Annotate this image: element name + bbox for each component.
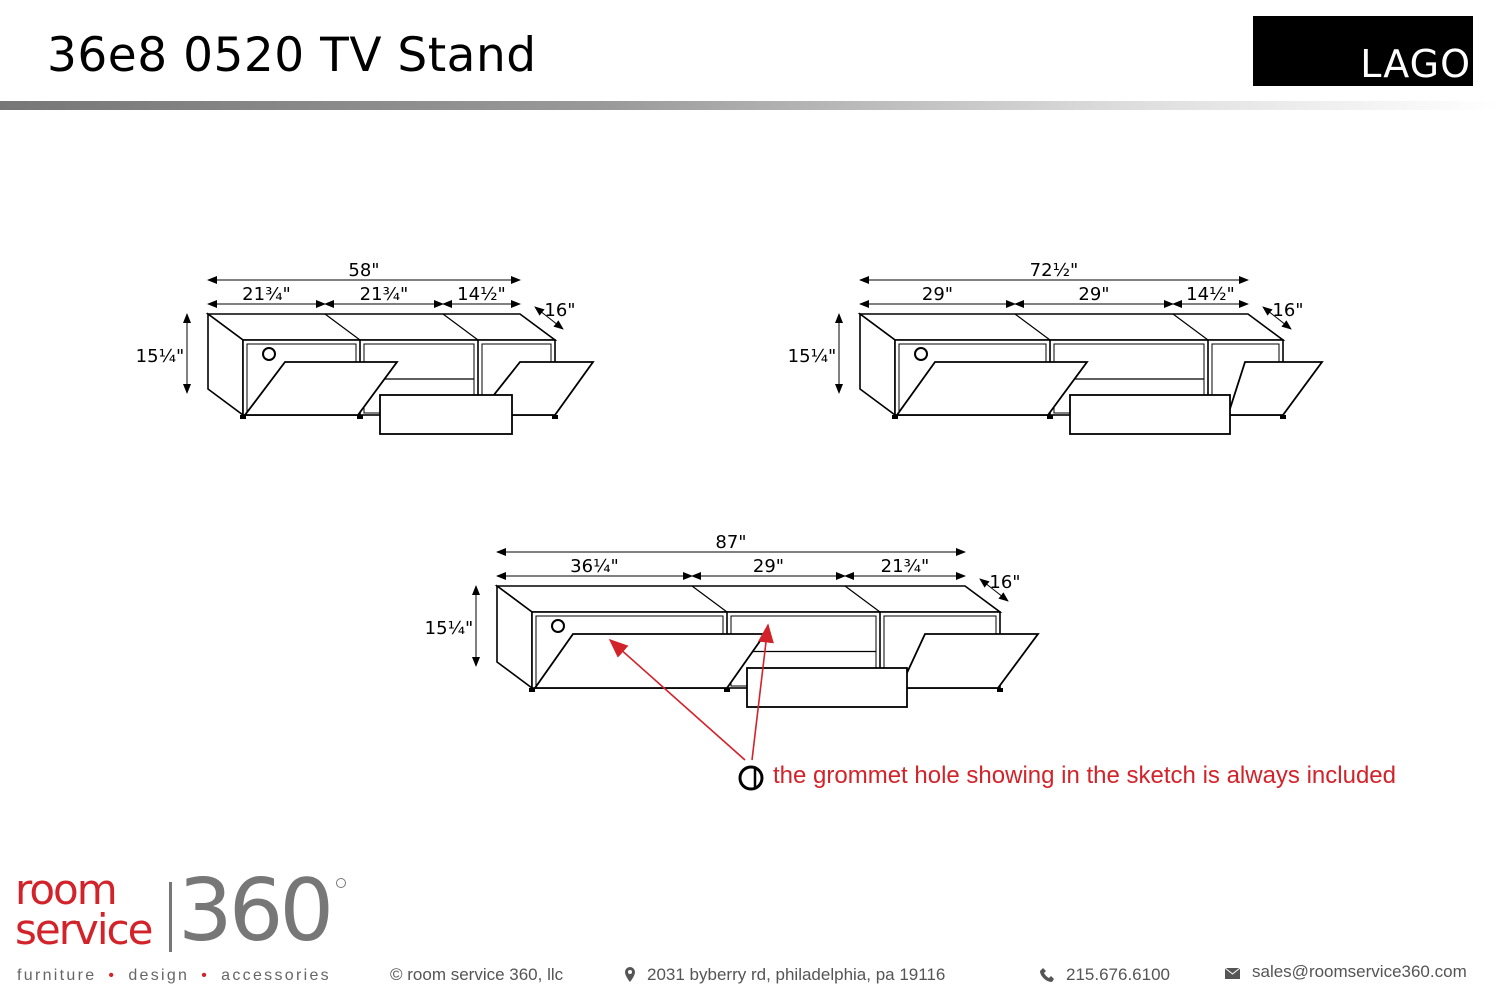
- dimension-label: 16": [1272, 300, 1303, 321]
- dimension-label: 29": [922, 284, 953, 305]
- tv-stand-72-inch: 72½" 29" 29" 14½" 16" 15¼": [788, 260, 1324, 435]
- left-door-open: [895, 361, 1089, 416]
- cabinet-top: [857, 313, 1286, 341]
- top-seam: [691, 585, 728, 613]
- tv-stand-58-inch: 58" 21¾" 21¾" 14½" 16" 15¼": [136, 260, 595, 435]
- top-seam: [442, 313, 479, 341]
- tagline-furniture: furniture: [17, 967, 97, 984]
- address-text: 2031 byberry rd, philadelphia, pa 19116: [647, 965, 946, 984]
- footer-phone: 215.676.6100: [1040, 965, 1170, 985]
- tagline-accessories: accessories: [221, 967, 331, 984]
- foot: [892, 415, 898, 419]
- grommet-hole: [262, 347, 276, 361]
- header-divider: [0, 101, 1500, 110]
- dimension-label: 58": [348, 260, 379, 281]
- phone-icon: [1040, 968, 1054, 982]
- left-door-open: [533, 633, 767, 689]
- grommet-note: the grommet hole showing in the sketch i…: [773, 762, 1396, 789]
- dimension-label: 21¾": [360, 284, 409, 305]
- tagline-design: design: [128, 967, 190, 984]
- grommet-icon: [738, 765, 764, 791]
- page-title: 36e8 0520 TV Stand: [47, 28, 537, 83]
- dimension-line: [534, 306, 564, 330]
- footer-email: sales@roomservice360.com: [1224, 962, 1467, 982]
- foot: [552, 415, 558, 419]
- foot: [1280, 415, 1286, 419]
- lago-logo: LAGO: [1253, 16, 1473, 86]
- map-pin-icon: [625, 967, 635, 982]
- logo-divider: [169, 882, 172, 952]
- note-arrow: [751, 623, 774, 761]
- logo-service: service: [15, 905, 153, 954]
- dimension-label: 14½": [1186, 284, 1235, 305]
- dimension-line: [1262, 306, 1292, 330]
- foot: [357, 415, 363, 419]
- logo-360: 360: [178, 861, 334, 961]
- top-seam: [844, 585, 881, 613]
- envelope-icon: [1224, 967, 1241, 979]
- foot: [240, 415, 246, 419]
- dimension-label: 14½": [457, 284, 506, 305]
- tagline: furniture•design•accessories: [17, 967, 331, 984]
- drawer-open: [1069, 394, 1231, 435]
- drawer-open: [746, 667, 908, 708]
- top-seam: [1172, 313, 1209, 341]
- dimension-label: 36¼": [570, 556, 619, 577]
- foot: [997, 688, 1003, 692]
- note-arrow: [608, 638, 746, 761]
- email-link[interactable]: sales@roomservice360.com: [1252, 962, 1467, 981]
- footer-copyright: © room service 360, llc: [390, 965, 564, 984]
- dimension-line: [979, 578, 1009, 602]
- right-door-open: [1226, 361, 1324, 416]
- grommet-hole: [551, 619, 565, 633]
- dimension-label: 21¾": [881, 556, 930, 577]
- dimension-label: 15¼": [425, 618, 474, 639]
- foot: [529, 688, 535, 692]
- dimension-label: 15¼": [136, 346, 185, 367]
- footer-address: 2031 byberry rd, philadelphia, pa 19116: [625, 965, 945, 985]
- logo-degree-mark: [336, 878, 346, 888]
- dimension-label: 16": [544, 300, 575, 321]
- dimension-label: 29": [753, 556, 784, 577]
- dimension-label: 87": [715, 532, 746, 553]
- cabinet-top: [494, 585, 1003, 613]
- drawer-open: [379, 394, 513, 435]
- logo-room: room: [15, 865, 118, 914]
- phone-text: 215.676.6100: [1066, 965, 1170, 984]
- dimension-label: 72½": [1030, 260, 1079, 281]
- cabinet-top: [205, 313, 558, 341]
- tv-stand-87-inch: 87" 36¼" 29" 21¾" 16" 15¼": [425, 532, 1040, 708]
- foot: [724, 688, 730, 692]
- dimension-label: 29": [1078, 284, 1109, 305]
- dimension-label: 21¾": [242, 284, 291, 305]
- dimension-label: 16": [989, 572, 1020, 593]
- dimension-label: 15¼": [788, 346, 837, 367]
- foot: [1047, 415, 1053, 419]
- grommet-hole: [914, 347, 928, 361]
- top-seam: [1014, 313, 1051, 341]
- brand-name: LAGO: [1360, 42, 1471, 86]
- left-door-open: [243, 361, 399, 416]
- right-door-open: [898, 633, 1040, 689]
- top-seam: [324, 313, 361, 341]
